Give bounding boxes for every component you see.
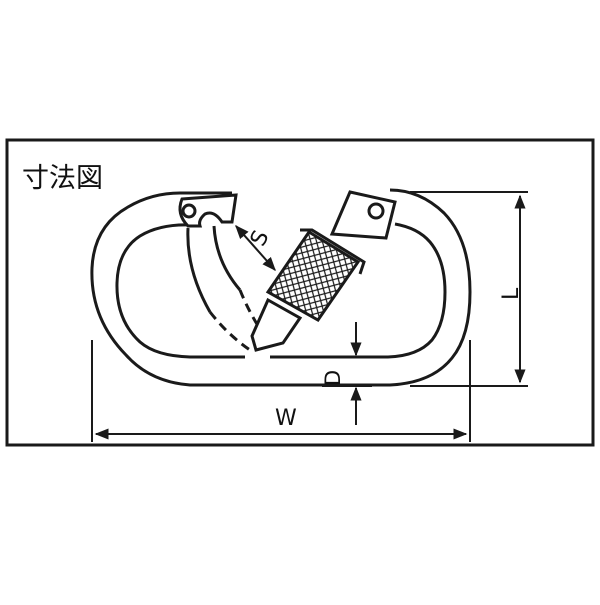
rivet-hole	[181, 203, 197, 219]
label-w: W	[275, 406, 297, 431]
label-d: D	[321, 370, 345, 386]
dimension-w	[91, 340, 471, 442]
carabiner-nose	[178, 193, 238, 228]
dimension-d	[322, 322, 372, 425]
latch-hole	[367, 202, 385, 220]
screw-lock	[250, 190, 397, 352]
dimension-s: S	[235, 224, 276, 272]
carabiner-body	[90, 188, 472, 387]
label-l: L	[499, 287, 524, 300]
label-s: S	[246, 227, 275, 251]
gate	[186, 225, 268, 352]
diagram-frame	[5, 138, 595, 447]
diagram-title: 寸法図	[22, 163, 103, 194]
